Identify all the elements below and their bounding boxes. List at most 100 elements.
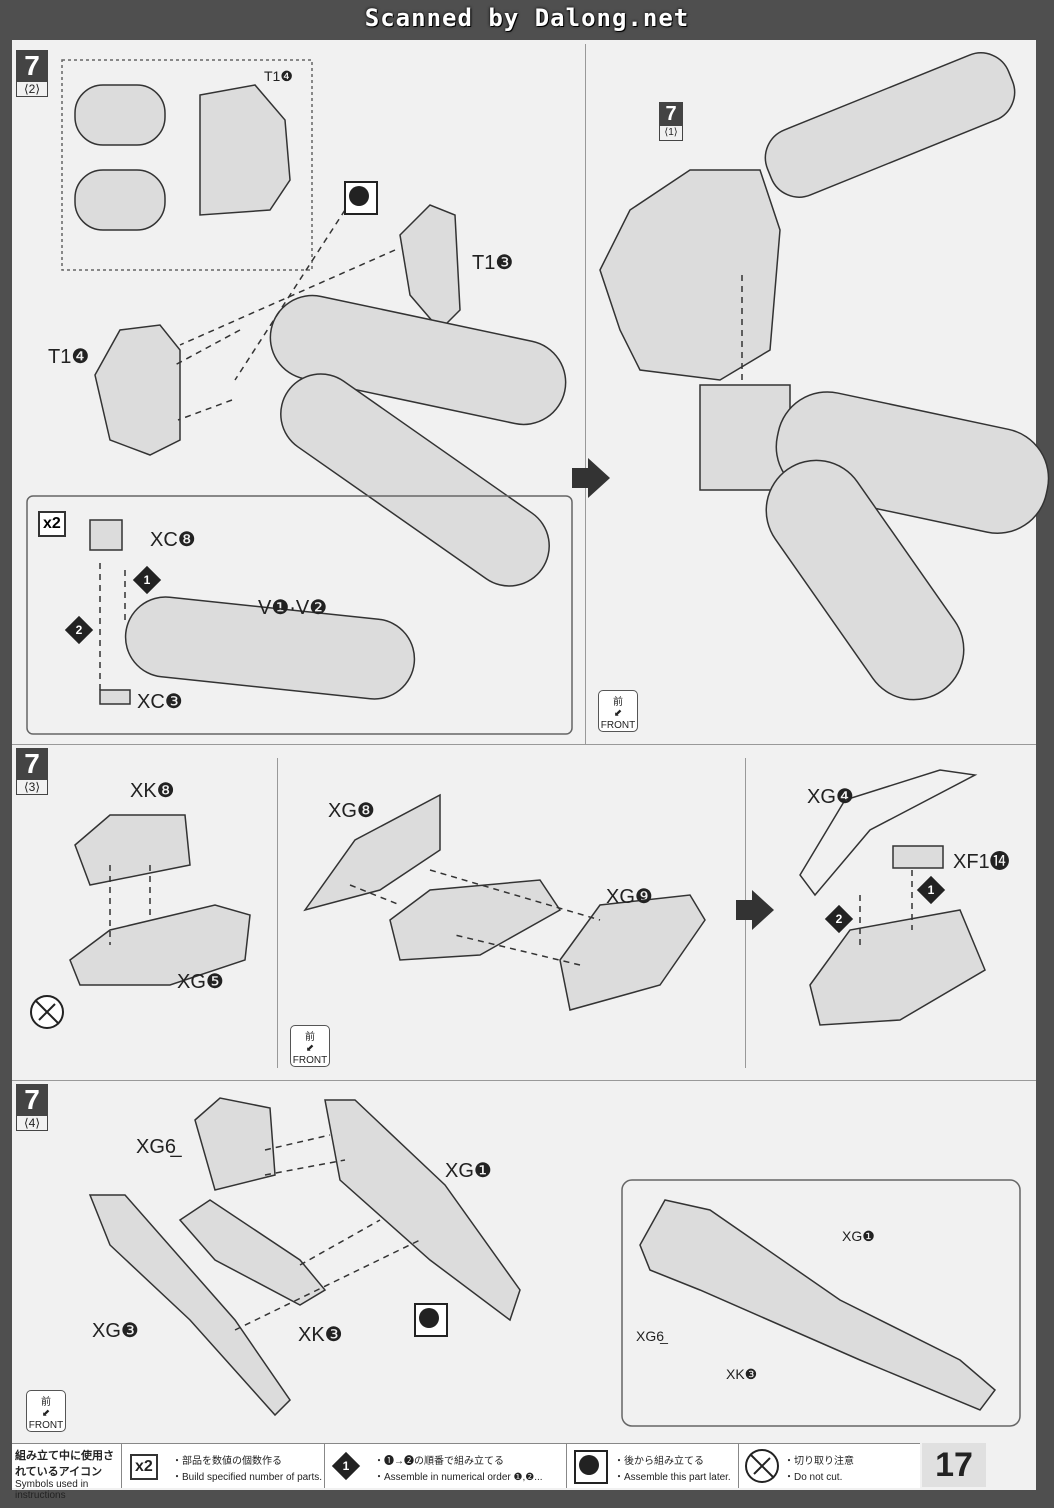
step-7-2: 7 ⟨2⟩ (16, 50, 48, 97)
legend-order-en: ・Assemble in numerical order ❶,❷... (374, 1472, 543, 1483)
paper-sheet (12, 40, 1036, 1490)
step-sub: ⟨3⟩ (16, 780, 48, 795)
label-xg-6: XG6̲ (136, 1136, 177, 1158)
legend-title-en: Symbols used in instructions (15, 1479, 89, 1501)
step-7-3: 7 ⟨3⟩ (16, 748, 48, 795)
label-inset-xk-3: XK❸ (726, 1366, 758, 1382)
order-1-icon: 1 (916, 875, 946, 905)
legend-order-jp: ・❶→❷の順番で組み立てる (374, 1456, 504, 1467)
t1-3-part (399, 204, 461, 332)
xk-8-part (74, 814, 191, 886)
tank-end (74, 84, 166, 146)
step-sub: ⟨2⟩ (16, 82, 48, 97)
front-kanji: 前 (613, 697, 623, 708)
divider (277, 758, 278, 1068)
flow-arrow-stem (572, 468, 588, 488)
detail-inset-box (621, 1179, 1021, 1427)
front-arrow-icon: ⬋ (41, 1408, 51, 1419)
legend-x2-jp: ・部品を数値の個数作る (172, 1456, 282, 1467)
x2-subassembly-box (26, 495, 573, 735)
assemble-later-icon (414, 1303, 448, 1337)
legend-x2-en: ・Build specified number of parts. (172, 1472, 323, 1483)
order-2-icon: 2 (824, 904, 854, 934)
center-hull (389, 879, 562, 961)
xk-3-part (178, 1199, 327, 1306)
flow-arrow-stem (736, 900, 752, 920)
assemble-later-icon (574, 1450, 608, 1484)
xf1-14-part (892, 845, 944, 869)
xc-8-part (89, 519, 123, 551)
inset-assembly (639, 1199, 997, 1411)
label-xg-4: XG❹ (807, 786, 854, 808)
front-arrow-icon: ⬋ (305, 1043, 315, 1054)
order-number: 1 (342, 1459, 350, 1473)
order-number: 1 (143, 573, 151, 587)
t1-4-part-inset (199, 84, 291, 216)
xg-3-part (88, 1194, 291, 1417)
order-2-icon: 2 (64, 615, 94, 645)
step-number: 7 (659, 102, 683, 126)
label-xg-5: XG❺ (177, 971, 224, 993)
legend-later-en: ・Assemble this part later. (614, 1472, 731, 1483)
tank-v1-v2 (124, 596, 416, 700)
legend-cut: ・切り取り注意 ・Do not cut. (738, 1444, 878, 1488)
divider (12, 744, 1036, 745)
xg-5-part (69, 904, 251, 986)
step-7-4: 7 ⟨4⟩ (16, 1084, 48, 1131)
label-xg-3: XG❸ (92, 1320, 139, 1342)
label-t1-3: T1❸ (472, 252, 514, 274)
inset-detail-box (61, 59, 313, 271)
upper-boom (764, 52, 1016, 198)
tank-end (74, 169, 166, 231)
divider (585, 44, 586, 744)
label-xk-3: XK❸ (298, 1324, 343, 1346)
label-inset-xg-1: XG❶ (842, 1228, 875, 1244)
front-label: FRONT (28, 1420, 64, 1431)
front-indicator: 前 ⬋ FRONT (26, 1390, 66, 1432)
order-number: 2 (75, 623, 83, 637)
legend-order: 1 ・❶→❷の順番で組み立てる ・Assemble in numerical o… (324, 1444, 567, 1488)
legend-cut-jp: ・切り取り注意 (784, 1456, 854, 1467)
label-t1-4: T1❹ (48, 346, 90, 368)
propellant-tank (280, 373, 550, 587)
flow-arrow-icon (588, 458, 610, 498)
xg-4-part (799, 769, 978, 897)
label-v1-v2: V❶·V❷ (258, 597, 328, 619)
front-label: FRONT (292, 1055, 328, 1066)
order-number: 2 (835, 912, 843, 926)
xg-8-part (303, 793, 441, 912)
legend-x2: x2 ・部品を数値の個数作る ・Build specified number o… (122, 1444, 325, 1488)
body-assembly (599, 169, 781, 381)
legend-later: ・後から組み立てる ・Assemble this part later. (566, 1444, 739, 1488)
t1-4-part (94, 324, 181, 456)
propellant-tank (269, 294, 567, 426)
xg-1-part (324, 1099, 521, 1322)
label-xk-8: XK❽ (130, 780, 175, 802)
label-xc-8: XC❽ (150, 529, 196, 551)
scan-banner: Scanned by Dalong.net (364, 4, 690, 32)
symbol-legend: 組み立て中に使用されているアイコン Symbols used in instru… (12, 1443, 920, 1501)
label-xg-9: XG❾ (606, 886, 653, 908)
xc-3-part (99, 689, 131, 705)
front-kanji: 前 (41, 1397, 51, 1408)
order-number: 1 (927, 883, 935, 897)
x2-icon: x2 (130, 1454, 158, 1480)
order-icon: 1 (331, 1451, 361, 1481)
flow-arrow-icon (752, 890, 774, 930)
divider (12, 1080, 1036, 1081)
legend-title-jp: 組み立て中に使用されているアイコン (15, 1450, 114, 1478)
label-inset-xg-6: XG6̲ (636, 1328, 665, 1344)
front-kanji: 前 (305, 1032, 315, 1043)
label-t1-4-inset: T1❹ (264, 68, 293, 84)
do-not-cut-icon (30, 995, 64, 1029)
label-xg-8: XG❽ (328, 800, 375, 822)
step-ref-7-1: 7 ⟨1⟩ (659, 102, 683, 141)
legend-later-jp: ・後から組み立てる (614, 1456, 704, 1467)
lower-tank (765, 459, 965, 701)
xg-6-part (194, 1097, 276, 1191)
assemble-later-icon (344, 181, 378, 215)
front-arrow-icon: ⬋ (613, 708, 623, 719)
order-1-icon: 1 (132, 565, 162, 595)
